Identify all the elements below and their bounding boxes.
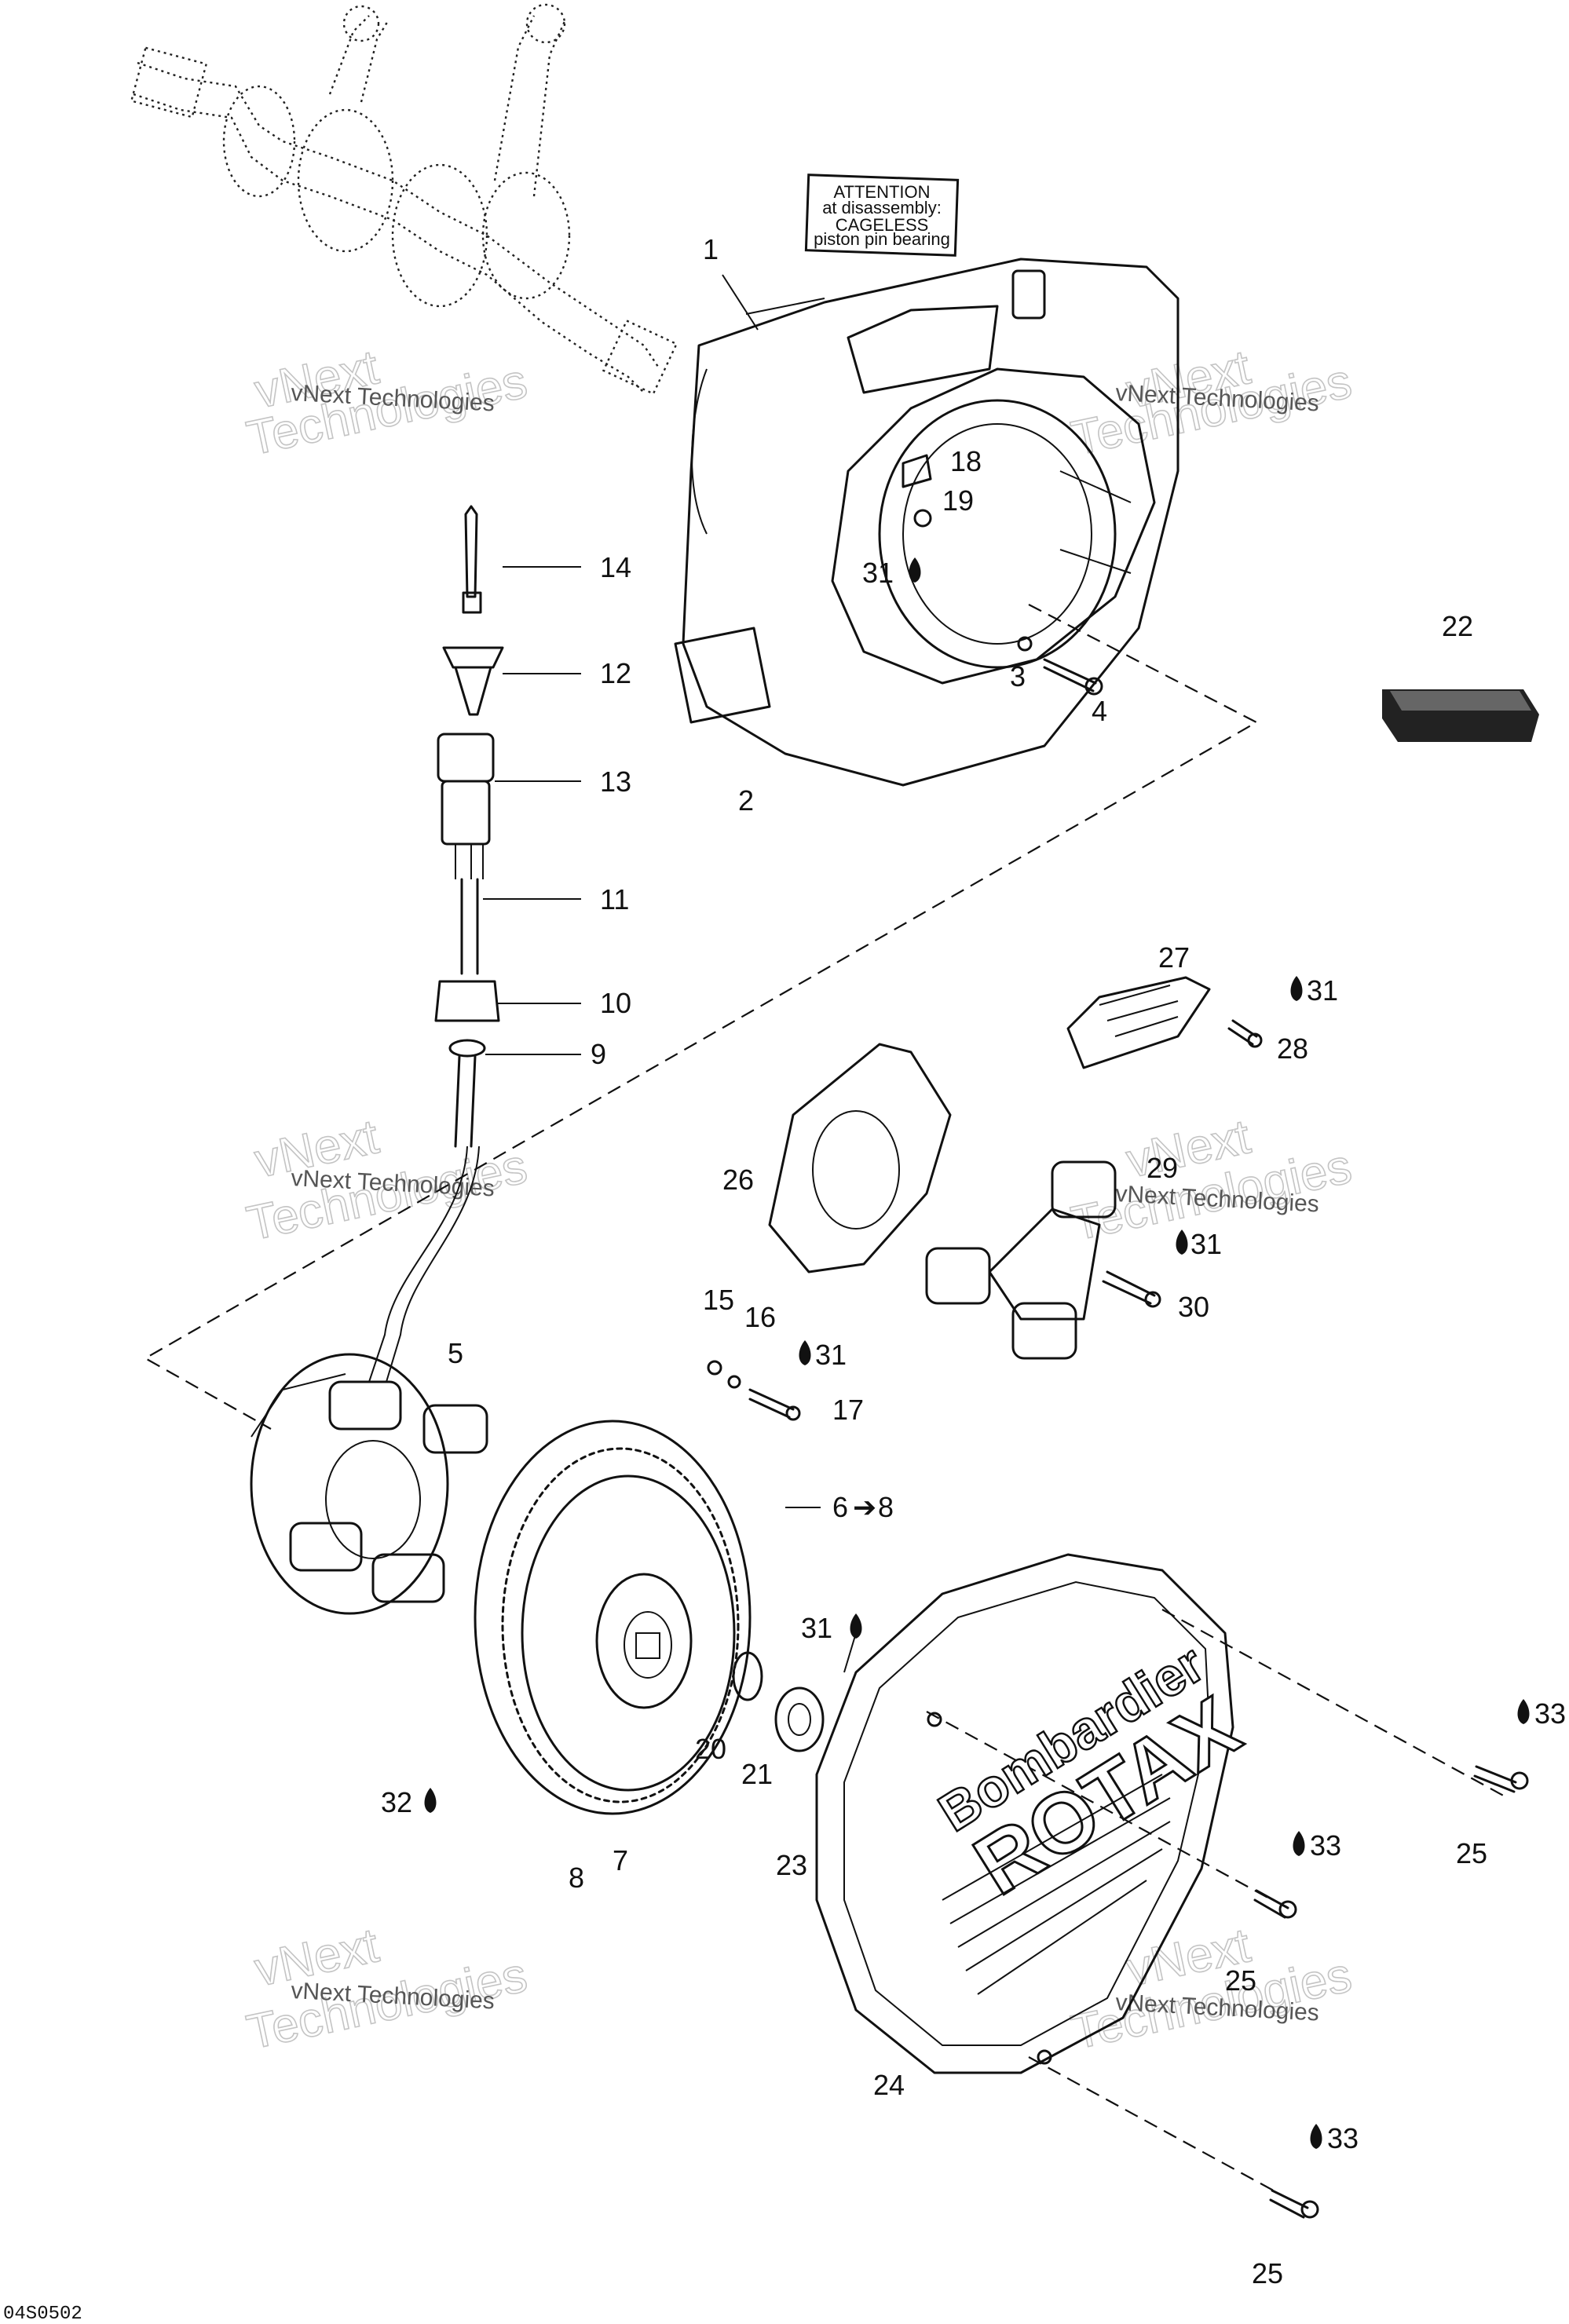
callout-24: 24 [873,2069,905,2101]
washer-and-nut [732,1651,825,1752]
callout-3: 3 [1010,660,1026,692]
fasteners-15-17 [707,1360,801,1421]
callout-33-upper: 33 [1534,1697,1566,1730]
crankshaft-reference [130,3,678,396]
callout-leaders [722,274,857,1673]
callout-numbers: 1 2 3 4 5 6 ➔ 8 7 8 9 10 11 12 13 14 15 … [381,233,1566,2289]
bolts-25 [1253,1765,1529,2219]
callout-10: 10 [600,987,631,1019]
callout-11: 11 [600,883,629,915]
drop-icon [1517,1699,1530,1724]
callout-15: 15 [703,1284,734,1316]
callout-6-arrow: ➔ [853,1491,876,1523]
callout-32: 32 [381,1786,412,1818]
attention-line-2: at disassembly: [822,198,942,217]
callout-6: 6 [832,1491,848,1523]
callout-23: 23 [776,1849,807,1881]
drop-icon [909,557,921,583]
callout-6-8: 8 [878,1491,894,1523]
callout-17: 17 [832,1394,864,1426]
sensor-leaders [483,566,581,1055]
drop-icon [850,1613,862,1639]
callout-12: 12 [600,657,631,689]
attention-decal: ATTENTION at disassembly: CAGELESS pisto… [804,174,960,257]
bracket-26 [768,1043,952,1273]
callout-1: 1 [703,233,719,265]
watermark-bottom-left: vNext Technologies vNext Technologies [242,1917,532,2060]
drop-icon [424,1788,437,1813]
drop-icon [1290,976,1303,1001]
callout-25-middle: 25 [1225,1964,1256,1997]
sensor-assembly [368,505,504,1383]
watermark-bottom-right: vNext Technologies vNext Technologies [1066,1917,1357,2060]
watermark-mid-left: vNext Technologies vNext Technologies [242,1109,532,1252]
callout-30: 30 [1178,1291,1209,1323]
flywheel [474,1420,752,1815]
drawing-reference: 04S0502 [3,2304,82,2324]
callout-33-lower: 33 [1327,2122,1359,2154]
assembly-guide-lines [143,604,1509,2199]
part-22-block [1382,689,1539,742]
callout-7: 7 [613,1844,628,1876]
drop-icon [1293,1831,1305,1856]
housing-plate-18 [902,454,932,488]
callout-25-lower: 25 [1252,2257,1283,2289]
callout-8: 8 [569,1862,584,1894]
drop-icon [799,1340,811,1365]
callout-33-middle: 33 [1310,1829,1341,1862]
callout-4: 4 [1092,695,1107,727]
coil-27 [1066,976,1263,1069]
callout-19: 19 [942,484,974,517]
callout-13: 13 [600,766,631,798]
attention-line-4: piston pin bearing [814,229,950,249]
callout-31-coil: 31 [1307,974,1338,1007]
callout-27: 27 [1158,941,1190,974]
callout-22: 22 [1442,610,1473,642]
callout-26: 26 [722,1164,754,1196]
attention-line-1: ATTENTION [833,182,930,202]
callout-14: 14 [600,551,631,583]
callout-16: 16 [744,1301,776,1333]
callout-9: 9 [591,1038,606,1070]
drop-icons [424,557,1530,2149]
callout-28: 28 [1277,1032,1308,1065]
stator [250,1353,488,1615]
drop-icon [1176,1230,1188,1255]
callout-5: 5 [448,1337,463,1369]
drop-icon [1310,2124,1322,2149]
callout-20: 20 [695,1733,726,1765]
attention-line-3: CAGELESS [836,215,929,235]
trigger-coil-29 [925,1160,1161,1360]
callout-31-fastener: 31 [815,1339,847,1371]
magneto-housing [674,258,1179,787]
callout-31-nut: 31 [801,1612,832,1644]
callout-2: 2 [738,784,754,817]
watermark-top-left: vNext Technologies vNext Technologies [242,339,532,466]
callout-31-trigger: 31 [1190,1228,1222,1260]
callout-31-housing: 31 [862,557,894,589]
watermark-top-right: vNext Technologies vNext Technologies [1066,339,1357,466]
callout-21: 21 [741,1758,773,1790]
callout-18: 18 [950,445,982,477]
callout-29: 29 [1147,1152,1178,1184]
callout-25-upper: 25 [1456,1837,1487,1869]
